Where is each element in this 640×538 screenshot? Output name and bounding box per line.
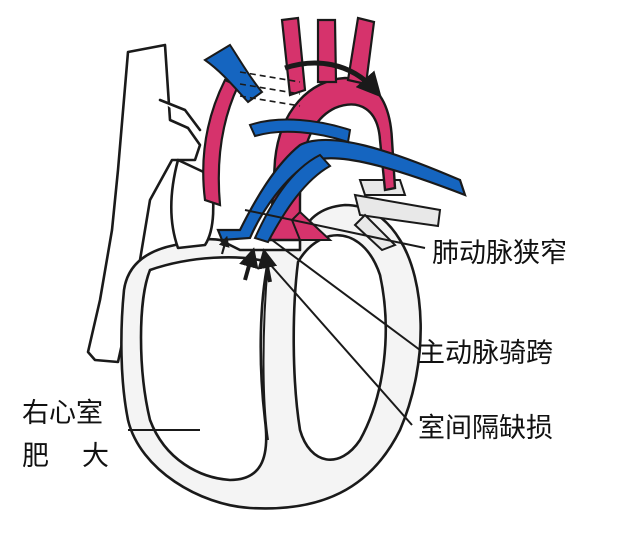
pulmonary-veins <box>353 179 442 252</box>
label-rvh-line1: 右心室 <box>22 398 103 429</box>
left-ventricle-cavity <box>292 234 387 461</box>
interventricular-septum <box>262 261 269 441</box>
ductus-arteriosus <box>239 71 301 107</box>
heart-ventricles <box>120 203 422 510</box>
flow-arrows-ventricles <box>218 235 278 283</box>
flow-arrow-aortic-arch <box>284 60 382 98</box>
label-rvh-line2-b: 大 <box>82 441 109 472</box>
leader-lines <box>128 209 426 431</box>
pulmonary-artery <box>203 43 467 244</box>
label-aortic-overriding: 主动脉骑跨 <box>418 338 553 369</box>
label-rvh-line2-a: 肥 <box>22 441 49 472</box>
label-pulmonary-stenosis: 肺动脉狭窄 <box>432 238 567 269</box>
label-ventricular-septal-defect: 室间隔缺损 <box>418 413 553 444</box>
